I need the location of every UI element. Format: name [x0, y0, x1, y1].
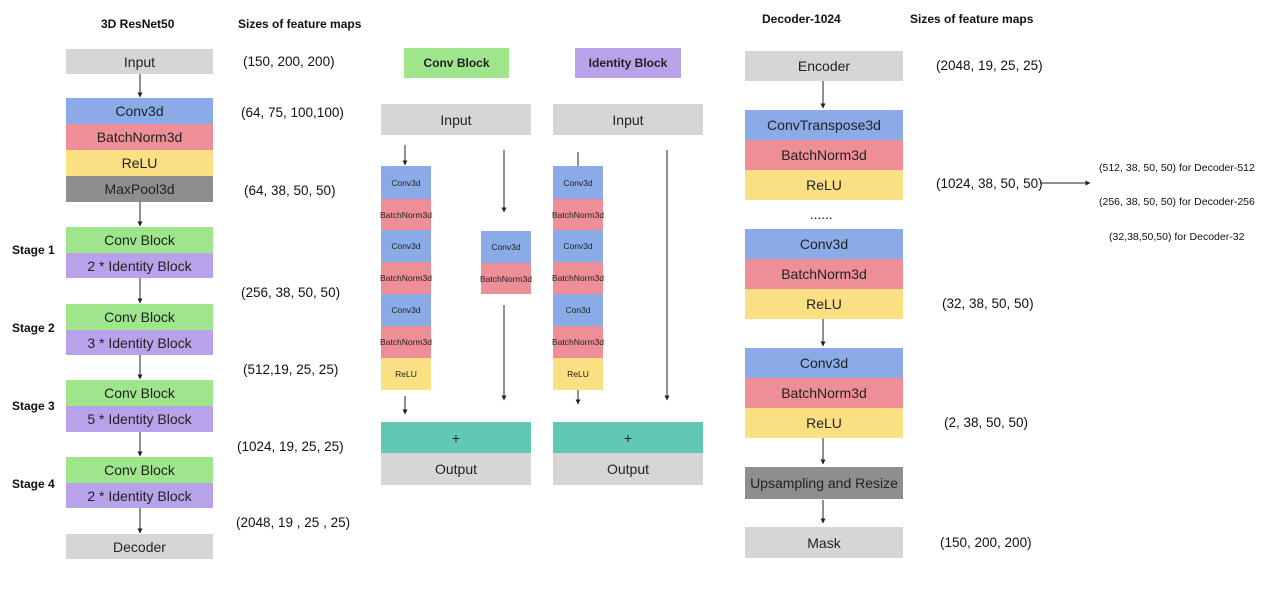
- stage-1-conv-block: Conv Block: [66, 227, 213, 253]
- conv-block-layer: Conv3d: [381, 294, 431, 326]
- decoder-convtranspose: ConvTranspose3d: [745, 110, 903, 140]
- resnet-maxpool: MaxPool3d: [66, 176, 213, 202]
- conv-block-input: Input: [381, 104, 531, 135]
- decoder-relu: ReLU: [745, 170, 903, 200]
- stage-4-identity-block: 2 * Identity Block: [66, 483, 213, 508]
- conv-block-layer: BatchNorm3d: [380, 262, 432, 294]
- resnet-conv3d: Conv3d: [66, 98, 213, 124]
- resnet-input: Input: [66, 49, 213, 74]
- stage-3-label: Stage 3: [12, 399, 55, 413]
- stage-3-conv-block: Conv Block: [66, 380, 213, 406]
- conv-block-layer: Conv3d: [381, 230, 431, 262]
- identity-block-layer: Con3d: [553, 294, 603, 326]
- decoder-mask: Mask: [745, 527, 903, 558]
- stage-1-label: Stage 1: [12, 243, 55, 257]
- resnet-size-label: (1024, 19, 25, 25): [237, 439, 344, 454]
- conv-block-title: Conv Block: [404, 48, 509, 78]
- resnet-size-label: (150, 200, 200): [243, 54, 335, 69]
- decoder-size-label: (1024, 38, 50, 50): [936, 176, 1043, 191]
- resnet-decoder: Decoder: [66, 534, 213, 559]
- conv-block-add: +: [381, 422, 531, 453]
- decoder-size-label: (150, 200, 200): [940, 535, 1032, 550]
- conv-block-layer: BatchNorm3d: [380, 326, 432, 358]
- decoder-relu: ReLU: [745, 408, 903, 438]
- stage-4-label: Stage 4: [12, 477, 55, 491]
- resnet-size-label: (64, 75, 100,100): [241, 105, 344, 120]
- resnet-title: 3D ResNet50: [101, 17, 175, 31]
- decoder-conv3d: Conv3d: [745, 229, 903, 259]
- stage-3-identity-block: 5 * Identity Block: [66, 406, 213, 432]
- conv-block-layer: Conv3d: [381, 166, 431, 199]
- stage-2-identity-block: 3 * Identity Block: [66, 330, 213, 355]
- identity-block-add: +: [553, 422, 703, 453]
- decoder-variant-note: (32,38,50,50) for Decoder-32: [1109, 231, 1245, 243]
- decoder-conv3d: Conv3d: [745, 348, 903, 378]
- decoder-upsampling: Upsampling and Resize: [745, 467, 903, 499]
- decoder-size-label: (2048, 19, 25, 25): [936, 58, 1043, 73]
- identity-block-layer: ReLU: [553, 358, 603, 390]
- identity-block-layer: BatchNorm3d: [552, 326, 604, 358]
- identity-block-layer: BatchNorm3d: [552, 262, 604, 294]
- resnet-sizes-title: Sizes of feature maps: [238, 17, 362, 31]
- decoder-batchnorm: BatchNorm3d: [745, 259, 903, 289]
- decoder-variant-note: (512, 38, 50, 50) for Decoder-512: [1099, 162, 1255, 174]
- resnet-size-label: (64, 38, 50, 50): [244, 183, 336, 198]
- identity-block-title: Identity Block: [575, 48, 681, 78]
- identity-block-layer: BatchNorm3d: [552, 199, 604, 230]
- decoder-variant-note: (256, 38, 50, 50) for Decoder-256: [1099, 196, 1255, 208]
- identity-block-layer: Conv3d: [553, 166, 603, 199]
- identity-block-output: Output: [553, 453, 703, 485]
- decoder-size-label: (32, 38, 50, 50): [942, 296, 1034, 311]
- identity-block-layer: Conv3d: [553, 230, 603, 262]
- resnet-relu: ReLU: [66, 150, 213, 176]
- conv-block-shortcut-layer: BatchNorm3d: [480, 263, 532, 294]
- stage-4-conv-block: Conv Block: [66, 457, 213, 483]
- resnet-size-label: (512,19, 25, 25): [243, 362, 339, 377]
- conv-block-output: Output: [381, 453, 531, 485]
- conv-block-layer: BatchNorm3d: [380, 199, 432, 230]
- decoder-batchnorm: BatchNorm3d: [745, 378, 903, 408]
- decoder-relu: ReLU: [745, 289, 903, 319]
- identity-block-input: Input: [553, 104, 703, 135]
- resnet-size-label: (2048, 19 , 25 , 25): [236, 515, 351, 530]
- conv-block-layer: ReLU: [381, 358, 431, 390]
- decoder-sizes-title: Sizes of feature maps: [910, 12, 1034, 26]
- stage-1-identity-block: 2 * Identity Block: [66, 253, 213, 278]
- stage-2-label: Stage 2: [12, 321, 55, 335]
- conv-block-shortcut-layer: Conv3d: [481, 231, 531, 263]
- decoder-encoder: Encoder: [745, 51, 903, 81]
- stage-2-conv-block: Conv Block: [66, 304, 213, 330]
- resnet-size-label: (256, 38, 50, 50): [241, 285, 341, 300]
- decoder-ellipsis: ......: [810, 207, 833, 222]
- decoder-batchnorm: BatchNorm3d: [745, 140, 903, 170]
- resnet-batchnorm: BatchNorm3d: [66, 124, 213, 150]
- decoder-title: Decoder-1024: [762, 12, 841, 26]
- decoder-size-label: (2, 38, 50, 50): [944, 415, 1029, 430]
